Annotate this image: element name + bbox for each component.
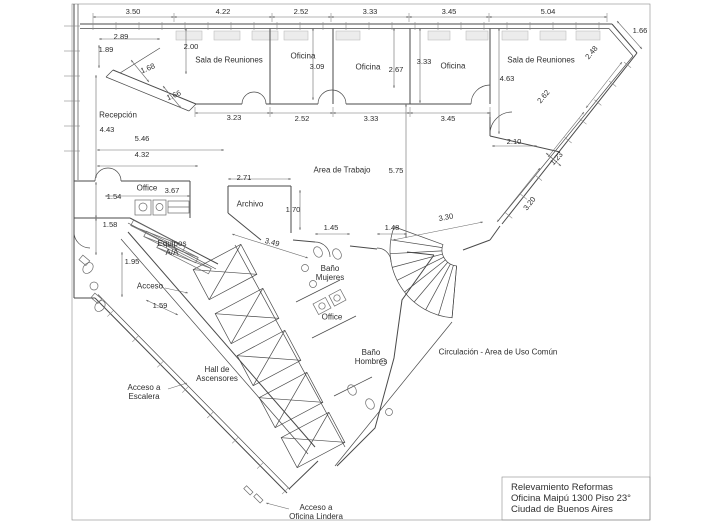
dim-label: 2.52 — [294, 113, 310, 123]
office-core-label: Office — [321, 312, 343, 322]
title-block-line-2: Oficina Maipú 1300 Piso 23° — [511, 493, 631, 504]
dim-label: 5.46 — [134, 133, 150, 143]
acceso-oficina-lindera-label: Acceso a Oficina Lindera — [289, 503, 343, 521]
area-trabajo-label: Area de Trabajo — [313, 165, 371, 175]
dimension-lines — [93, 16, 643, 316]
dim-label: 1.58 — [102, 219, 118, 229]
title-block-box — [501, 476, 651, 521]
sala-reuniones-der-label: Sala de Reuniones — [507, 55, 575, 65]
dim-label: 1.48 — [384, 222, 400, 232]
dim-label: 1.89 — [98, 44, 114, 54]
dim-label: 2.71 — [236, 172, 252, 182]
dim-label: 4.22 — [215, 6, 231, 16]
lindera-door — [243, 485, 264, 504]
bano-mujeres-label: Baño Mujeres — [315, 264, 345, 282]
dim-label: 3.45 — [440, 113, 456, 123]
staircase — [389, 226, 457, 319]
bano-hombres-label: Baño Hombres — [354, 348, 388, 366]
interior-partitions — [74, 28, 561, 467]
title-block-line-3: Ciudad de Buenos Aires — [511, 504, 613, 515]
dim-label: 4.43 — [99, 124, 115, 134]
acceso-label: Acceso — [136, 281, 164, 291]
dim-label: 1.66 — [632, 25, 648, 35]
ac-equipment — [130, 219, 212, 275]
dim-label: 2.10 — [506, 136, 522, 146]
dim-label: 3.45 — [441, 6, 457, 16]
dim-label: 3.23 — [226, 112, 242, 122]
dim-label: 3.09 — [309, 61, 325, 71]
oficina-3-label: Oficina — [440, 61, 466, 71]
dim-label: 1.59 — [152, 300, 168, 310]
dim-label: 1.54 — [106, 191, 122, 201]
title-block-line-1: Relevamiento Reformas — [511, 482, 613, 493]
dim-label: 3.67 — [164, 185, 180, 195]
dim-label: 2.67 — [388, 64, 404, 74]
elevator-shafts — [192, 243, 346, 469]
office-izq-label: Office — [136, 183, 158, 193]
dim-label: 5.75 — [388, 165, 404, 175]
dim-label: 3.33 — [416, 56, 432, 66]
dim-label: 5.04 — [540, 6, 556, 16]
hall-ascensores-label: Hall de Ascensores — [196, 365, 238, 383]
oficina-2-label: Oficina — [355, 62, 381, 72]
dim-label: 3.50 — [125, 6, 141, 16]
leader-lines — [164, 287, 290, 510]
recepcion-label: Recepción — [99, 110, 137, 120]
dim-label: 1.45 — [323, 222, 339, 232]
dim-label: 2.00 — [183, 41, 199, 51]
dim-label: 3.33 — [362, 6, 378, 16]
dim-label: 4.32 — [134, 149, 150, 159]
dim-label: 1.70 — [285, 204, 301, 214]
dim-label: 4.63 — [499, 73, 515, 83]
dim-label: 2.52 — [293, 6, 309, 16]
facade-mullions — [64, 13, 632, 495]
oficina-1-label: Oficina — [290, 51, 316, 61]
sala-reuniones-izq-label: Sala de Reuniones — [195, 55, 263, 65]
window-sill-units — [175, 30, 601, 41]
door-swings — [73, 84, 513, 263]
archivo-label: Archivo — [236, 199, 264, 209]
kitchen-counter — [134, 199, 347, 316]
bathroom-fixtures — [78, 246, 393, 416]
dim-label: 2.89 — [113, 31, 129, 41]
acceso-escalera-label: Acceso a Escalera — [127, 383, 161, 401]
dim-label: 1.95 — [124, 256, 140, 266]
equipos-aa-label: Equipos A/A — [157, 239, 187, 257]
circulacion-label: Circulación - Area de Uso Común — [438, 347, 558, 357]
sheet-frame — [71, 3, 651, 521]
dim-label: 3.33 — [363, 113, 379, 123]
